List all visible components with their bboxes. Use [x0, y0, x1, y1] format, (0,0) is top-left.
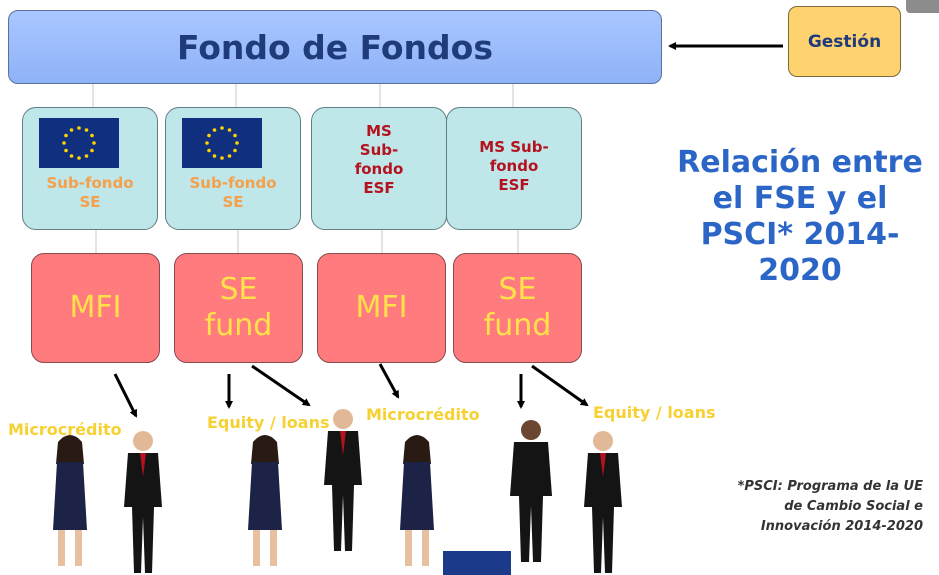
flag-star: [77, 126, 81, 130]
output-label-microcredit-1: Microcrédito: [8, 420, 122, 439]
side-title-line1: Relación entre: [677, 145, 923, 180]
fund-box-se-1: SE fund: [174, 253, 303, 363]
man-figure-icon: [584, 431, 622, 573]
flag-star: [69, 128, 74, 132]
flag-star: [212, 154, 217, 158]
flag-star: [220, 156, 224, 160]
flag-star: [220, 126, 224, 130]
flag-star: [212, 128, 217, 132]
subfund-label-line2: fondo: [489, 157, 539, 175]
flag-star: [90, 148, 94, 153]
fund-of-funds-title: Fondo de Fondos: [177, 27, 493, 67]
footnote: *PSCI: Programa de la UE de Cambio Socia…: [650, 477, 923, 537]
flag-star: [233, 148, 237, 153]
flag-star: [62, 141, 66, 145]
fund-label-line1: MFI: [355, 290, 408, 325]
flag-star: [235, 141, 239, 145]
side-title-line4: 2020: [758, 253, 842, 288]
fund-label-line2: fund: [483, 308, 552, 343]
footnote-line1: *PSCI: Programa de la UE: [737, 479, 923, 494]
arrow-se2-b: [531, 364, 589, 407]
eu-flag-icon: [39, 118, 119, 168]
subfund-box-4: MS Sub- fondo ESF: [446, 107, 582, 230]
subfund-box-3: MS Sub- fondo ESF: [311, 107, 447, 230]
arrow-mfi2: [378, 363, 400, 399]
man-figure-icon: [324, 409, 362, 551]
fund-label-line1: SE: [219, 272, 258, 307]
subfund-label-line3: fondo: [354, 160, 404, 178]
arrow-se1-b: [251, 364, 311, 407]
flag-star: [90, 133, 94, 138]
eu-flag-icon: [182, 118, 262, 168]
fund-of-funds-box: Fondo de Fondos: [8, 10, 662, 84]
flag-star: [84, 154, 89, 158]
fund-label-line1: SE: [498, 272, 537, 307]
fund-label-line2: fund: [204, 308, 273, 343]
man-figure-icon: [510, 420, 552, 562]
subfund-label-line2: Sub-: [359, 141, 399, 159]
subfund-label-line1: Sub-fondo: [189, 174, 277, 192]
flag-star: [207, 148, 211, 153]
flag-star: [92, 141, 96, 145]
fund-box-se-2: SE fund: [453, 253, 582, 363]
flag-star: [233, 133, 237, 138]
flag-star: [77, 156, 81, 160]
fund-label-line1: MFI: [69, 290, 122, 325]
output-label-equity-1: Equity / loans: [207, 413, 330, 432]
flag-star: [227, 154, 232, 158]
woman-figure-icon: [400, 435, 434, 566]
flag-star: [64, 148, 68, 153]
subfund-label-line1: Sub-fondo: [46, 174, 134, 192]
woman-figure-icon: [53, 435, 87, 566]
subfund-label-line3: ESF: [498, 176, 530, 194]
side-title-line3: PSCI* 2014-: [700, 217, 900, 252]
subfund-label-line2: SE: [79, 193, 101, 211]
man-figure-icon: [124, 431, 162, 573]
subfund-label-line1: MS Sub-: [479, 138, 549, 156]
fund-box-mfi-1: MFI: [31, 253, 160, 363]
woman-figure-icon: [248, 435, 282, 566]
flag-star: [205, 141, 209, 145]
side-title-line2: el FSE y el: [712, 181, 888, 216]
subfund-label-line1: MS: [366, 122, 392, 140]
output-label-equity-2: Equity / loans: [593, 403, 716, 422]
flag-star: [69, 154, 74, 158]
footnote-line3: Innovación 2014-2020: [760, 519, 923, 534]
fund-box-mfi-2: MFI: [317, 253, 446, 363]
footnote-line2: de Cambio Social e: [784, 499, 923, 514]
flag-star: [84, 128, 89, 132]
flag-star: [227, 128, 232, 132]
subfund-label-line4: ESF: [363, 179, 395, 197]
subfund-box-1: Sub-fondo SE: [22, 107, 158, 230]
flag-star: [207, 133, 211, 138]
management-label: Gestión: [807, 31, 882, 52]
decorative-blue-block: [443, 551, 511, 575]
management-box: Gestión: [788, 6, 901, 77]
side-title: Relación entre el FSE y el PSCI* 2014- 2…: [660, 145, 939, 289]
subfund-label-line2: SE: [222, 193, 244, 211]
output-label-microcredit-2: Microcrédito: [366, 405, 480, 424]
subfund-box-2: Sub-fondo SE: [165, 107, 301, 230]
corner-photo-thumbnail: [906, 0, 939, 13]
arrow-mfi1: [113, 373, 138, 418]
flag-star: [64, 133, 68, 138]
